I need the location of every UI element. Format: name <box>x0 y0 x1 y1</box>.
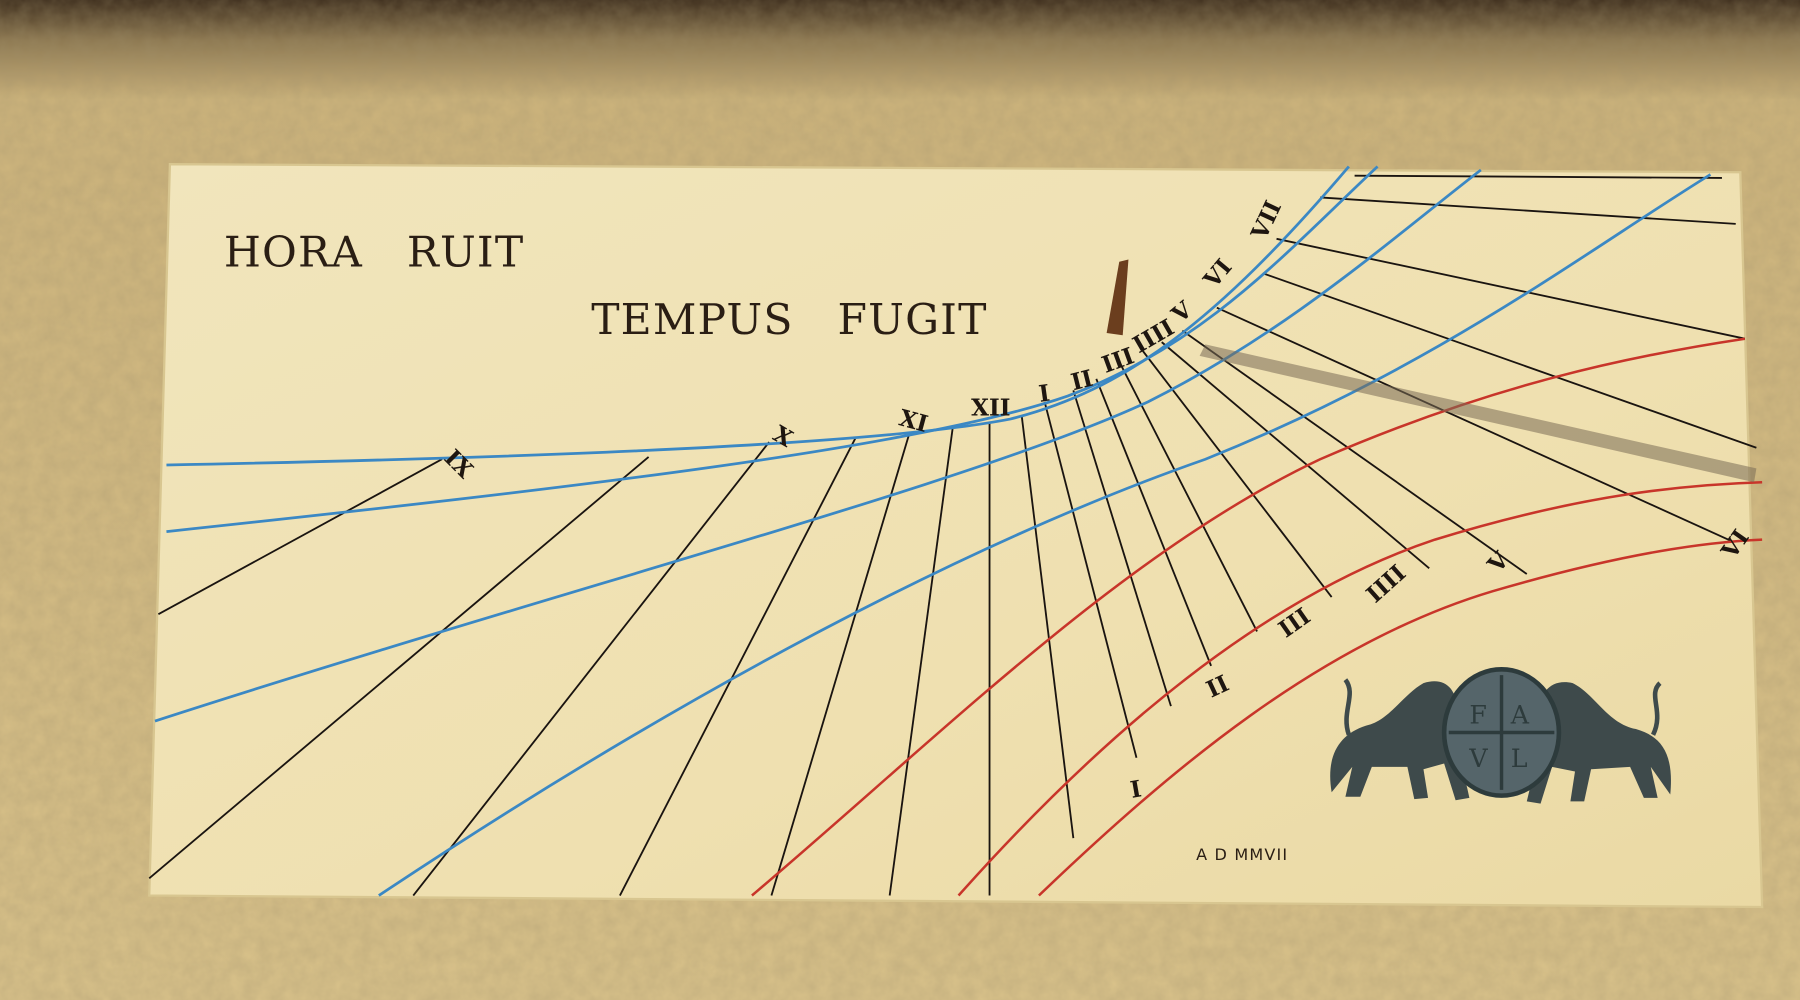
emblem-letter: A <box>1510 700 1530 729</box>
emblem-letter: F <box>1469 700 1487 729</box>
numeral-upper: XII <box>971 395 1010 422</box>
gnomon <box>1106 259 1129 336</box>
declination-lines-blue <box>154 165 1712 897</box>
coat-of-arms-emblem: F A V L <box>1330 667 1671 804</box>
numeral-lower: I <box>1128 775 1143 803</box>
gnomon-shadow <box>1199 344 1757 483</box>
emblem-letter: V <box>1468 744 1488 773</box>
motto-line-1: HORA RUIT <box>224 228 524 277</box>
lion-right-icon <box>1526 681 1671 804</box>
emblem-letter: L <box>1511 744 1528 773</box>
date-inscription: A D MMVII <box>1196 845 1288 864</box>
motto-line-2: TEMPUS FUGIT <box>591 296 987 345</box>
hour-lines <box>148 174 1757 897</box>
sundial-panel <box>148 163 1764 909</box>
numeral-upper: I <box>1037 380 1051 408</box>
declination-lines-red <box>751 337 1763 897</box>
lion-left-icon <box>1330 678 1470 801</box>
